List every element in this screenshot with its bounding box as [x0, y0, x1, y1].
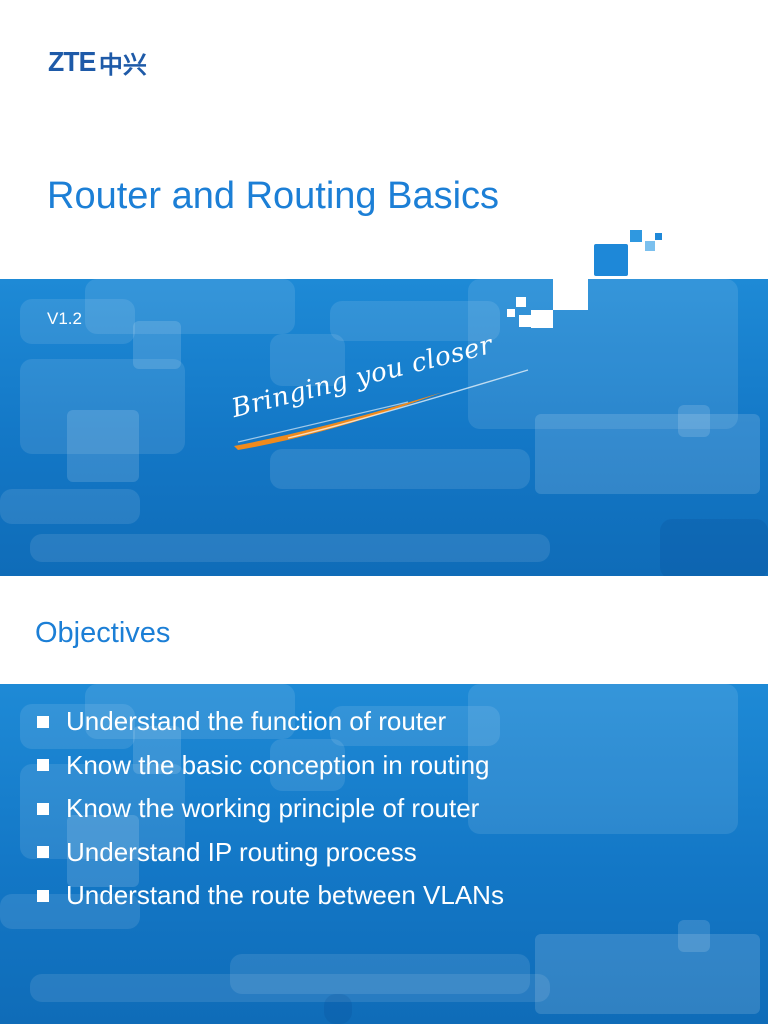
logo-text: ZTE — [48, 46, 96, 77]
title-slide: ZTE 中兴 Router and Routing Basics V1.2 — [0, 46, 768, 576]
zte-logo: ZTE 中兴 — [48, 46, 147, 79]
slogan-swoosh — [234, 369, 529, 450]
blue-band — [0, 279, 768, 576]
list-item: Understand IP routing process — [33, 831, 504, 875]
square-bullet-icon — [37, 715, 49, 728]
section-title: Objectives — [35, 617, 171, 649]
version-label: V1.2 — [47, 309, 82, 328]
objectives-list: Understand the function of router Know t… — [33, 700, 504, 918]
square-bullet-icon — [37, 846, 49, 859]
slogan-mark: Bringing you closer — [228, 330, 538, 460]
square-bullet-icon — [37, 759, 49, 772]
list-item: Know the working principle of router — [33, 787, 504, 831]
list-item: Know the basic conception in routing — [33, 744, 504, 788]
square-bullet-icon — [37, 889, 49, 902]
blue-band — [0, 684, 768, 1024]
logo-text-cjk: 中兴 — [98, 50, 147, 79]
list-item: Understand the route between VLANs — [33, 874, 504, 918]
slide-title: Router and Routing Basics — [47, 175, 500, 217]
decorative-squares — [594, 230, 662, 276]
list-item: Understand the function of router — [33, 700, 504, 744]
square-bullet-icon — [37, 802, 49, 815]
